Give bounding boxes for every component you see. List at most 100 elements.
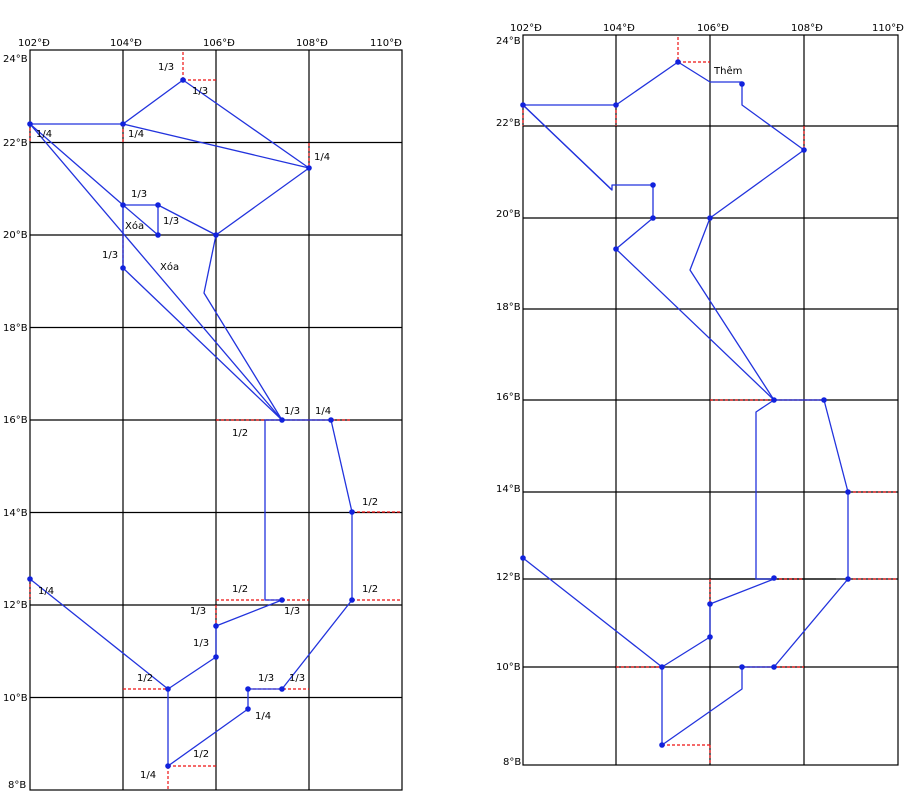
map-point (771, 575, 777, 581)
left-lat-label-16: 16°B (3, 415, 28, 426)
left-outline-path (29, 123, 283, 421)
left-lat-label-8: 8°B (8, 780, 26, 791)
annotation-label: 1/3 (289, 673, 305, 684)
annotation-label: 1/4 (255, 711, 271, 722)
annotation-label: 1/3 (163, 216, 179, 227)
left-outline-path (29, 79, 310, 690)
annotation-label: Thêm (713, 65, 742, 77)
left-outline-path (157, 204, 217, 236)
annotation-label: 1/3 (131, 189, 147, 200)
map-point (165, 686, 171, 692)
annotation-label: 1/2 (137, 673, 153, 684)
map-point (165, 763, 171, 769)
left-lon-label-104: 104°Đ (110, 38, 142, 49)
right-lon-label-108: 108°Đ (791, 23, 823, 34)
map-point (845, 576, 851, 582)
right-lat-label-10: 10°B (496, 662, 521, 673)
map-point (27, 121, 33, 127)
map-point (27, 576, 33, 582)
map-point (613, 246, 619, 252)
annotation-label: 1/2 (232, 584, 248, 595)
map-point (120, 265, 126, 271)
right-outline-path (522, 61, 775, 401)
annotation-label: 1/3 (193, 638, 209, 649)
map-point (613, 102, 619, 108)
left-lon-label-110: 110°Đ (370, 38, 402, 49)
annotation-label: 1/3 (258, 673, 274, 684)
map-point (155, 202, 161, 208)
map-point (120, 202, 126, 208)
map-point (771, 664, 777, 670)
map-point (801, 147, 807, 153)
map-point (659, 742, 665, 748)
map-point (155, 232, 161, 238)
left-lat-label-20: 20°B (3, 230, 28, 241)
annotation-label: 1/4 (36, 129, 52, 140)
annotation-label: 1/2 (193, 749, 209, 760)
left-lat-label-22: 22°B (3, 138, 28, 149)
map-point (279, 597, 285, 603)
right-lat-label-14: 14°B (496, 484, 521, 495)
left-outline-path (122, 123, 310, 169)
map-point (349, 597, 355, 603)
right-lon-label-106: 106°Đ (697, 23, 729, 34)
right-outline-path (661, 399, 849, 746)
annotation-label: 1/3 (158, 62, 174, 73)
annotation-label: 1/4 (140, 770, 156, 781)
map-point (279, 686, 285, 692)
map-point (213, 232, 219, 238)
left-lat-label-18: 18°B (3, 323, 28, 334)
right-lat-label-8: 8°B (503, 757, 521, 768)
annotation-label: 1/3 (190, 606, 206, 617)
map-point (245, 706, 251, 712)
annotation-label: 1/2 (362, 584, 378, 595)
right-guide-lines (522, 37, 898, 765)
right-lon-label-104: 104°Đ (603, 23, 635, 34)
right-map: 102°Đ 104°Đ 106°Đ 108°Đ 110°Đ 24°B 22°B … (496, 23, 904, 768)
map-point (520, 555, 526, 561)
map-point (328, 417, 334, 423)
map-point (845, 489, 851, 495)
map-point (771, 397, 777, 403)
right-outline-path (522, 61, 805, 668)
right-lat-label-24: 24°B (496, 36, 521, 47)
map-point (675, 59, 681, 65)
annotation-label: 1/4 (314, 152, 330, 163)
left-lon-label-106: 106°Đ (203, 38, 235, 49)
annotation-label: 1/4 (315, 406, 331, 417)
right-lat-label-20: 20°B (496, 209, 521, 220)
map-point (279, 417, 285, 423)
map-point (245, 686, 251, 692)
map-point (739, 664, 745, 670)
annotation-label: 1/3 (102, 250, 118, 261)
annotation-label: 1/3 (284, 406, 300, 417)
map-point (180, 77, 186, 83)
map-point (349, 509, 355, 515)
annotation-label: 1/4 (128, 129, 144, 140)
map-point (306, 165, 312, 171)
left-grid (29, 49, 403, 791)
left-map: 102°Đ 104°Đ 106°Đ 108°Đ 110°Đ 24°B 22°B … (3, 38, 403, 791)
map-point (707, 601, 713, 607)
map-point (707, 634, 713, 640)
map-point (213, 623, 219, 629)
map-point (650, 215, 656, 221)
right-lon-label-110: 110°Đ (872, 23, 904, 34)
map-point (650, 182, 656, 188)
left-lon-label-102: 102°Đ (18, 38, 50, 49)
left-lat-label-24: 24°B (3, 54, 28, 65)
right-outline-path (522, 104, 613, 191)
map-point (120, 121, 126, 127)
right-lat-label-18: 18°B (496, 302, 521, 313)
annotation-label: Xóa (160, 261, 179, 273)
left-lat-label-12: 12°B (3, 600, 28, 611)
left-outline-path (29, 79, 283, 421)
map-point (821, 397, 827, 403)
left-points (27, 77, 355, 769)
left-lat-label-10: 10°B (3, 693, 28, 704)
annotation-label: 1/4 (38, 586, 54, 597)
annotation-label: 1/2 (362, 497, 378, 508)
right-grid (522, 34, 899, 766)
right-lat-label-12: 12°B (496, 572, 521, 583)
